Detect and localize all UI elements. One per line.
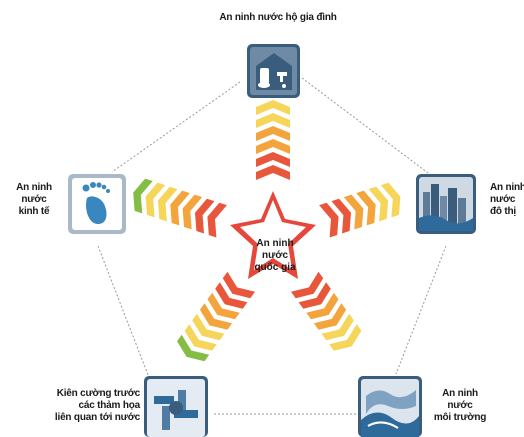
- house-water-icon: [247, 44, 300, 98]
- chevron-economic-6: [145, 182, 166, 218]
- chevron-disaster-3: [207, 292, 240, 320]
- chevron-urban-6: [380, 182, 401, 218]
- chevron-household-6: [256, 100, 290, 115]
- river-icon: [358, 376, 422, 437]
- label-national-water-security: An ninh nước quốc gia: [254, 238, 296, 273]
- chevron-disaster-4: [199, 303, 233, 330]
- chevron-disaster-5: [192, 313, 225, 341]
- chevron-arms: [133, 100, 401, 362]
- label-urban-water-security: An ninh nước đô thị: [490, 182, 524, 217]
- chevron-disaster-2: [215, 282, 248, 309]
- chevron-urban-3: [343, 194, 364, 230]
- label-economic-water-security: An ninh nước kinh tế: [16, 182, 52, 217]
- city-icon: [416, 174, 476, 234]
- chevron-disaster-1: [222, 271, 255, 299]
- connector-lines: [97, 77, 447, 415]
- chevron-economic-1: [207, 202, 227, 238]
- label-water-disaster-resilience: Kiên cường trước các thảm họa liên quan …: [54, 388, 140, 423]
- joined-hands-icon: [144, 376, 208, 437]
- chevron-economic-3: [182, 194, 203, 230]
- connector-right-bottom: [395, 245, 447, 375]
- chevron-economic-7: [133, 178, 153, 214]
- chevron-economic-5: [157, 186, 178, 222]
- chevron-environment-6: [329, 324, 362, 351]
- chevron-household-3: [256, 139, 290, 154]
- chevron-economic-2: [195, 198, 215, 234]
- chevron-environment-1: [291, 271, 324, 299]
- label-environmental-water-security: An ninh nước môi trường: [433, 388, 487, 423]
- chevron-urban-2: [331, 198, 351, 234]
- connector-top-left: [111, 81, 241, 173]
- chevron-environment-3: [306, 292, 339, 320]
- chevron-household-5: [256, 113, 290, 128]
- chevron-disaster-7: [177, 334, 210, 362]
- label-household-water-security: An ninh nước hộ gia đình: [219, 12, 337, 23]
- connector-top-right: [301, 77, 433, 177]
- chevron-household-1: [256, 165, 290, 180]
- chevron-environment-5: [321, 313, 354, 341]
- chevron-environment-4: [313, 303, 347, 330]
- center-star: [230, 191, 316, 279]
- footprint-icon: [68, 174, 126, 234]
- center-star-inner: [240, 200, 306, 270]
- connector-left-bottom: [97, 245, 151, 381]
- chevron-urban-5: [368, 186, 389, 222]
- chevron-urban-1: [319, 202, 339, 238]
- chevron-disaster-6: [184, 324, 217, 351]
- chevron-household-4: [256, 126, 290, 141]
- chevron-economic-4: [170, 190, 190, 226]
- chevron-urban-4: [356, 190, 376, 226]
- chevron-household-2: [256, 152, 290, 167]
- chevron-environment-2: [298, 282, 331, 309]
